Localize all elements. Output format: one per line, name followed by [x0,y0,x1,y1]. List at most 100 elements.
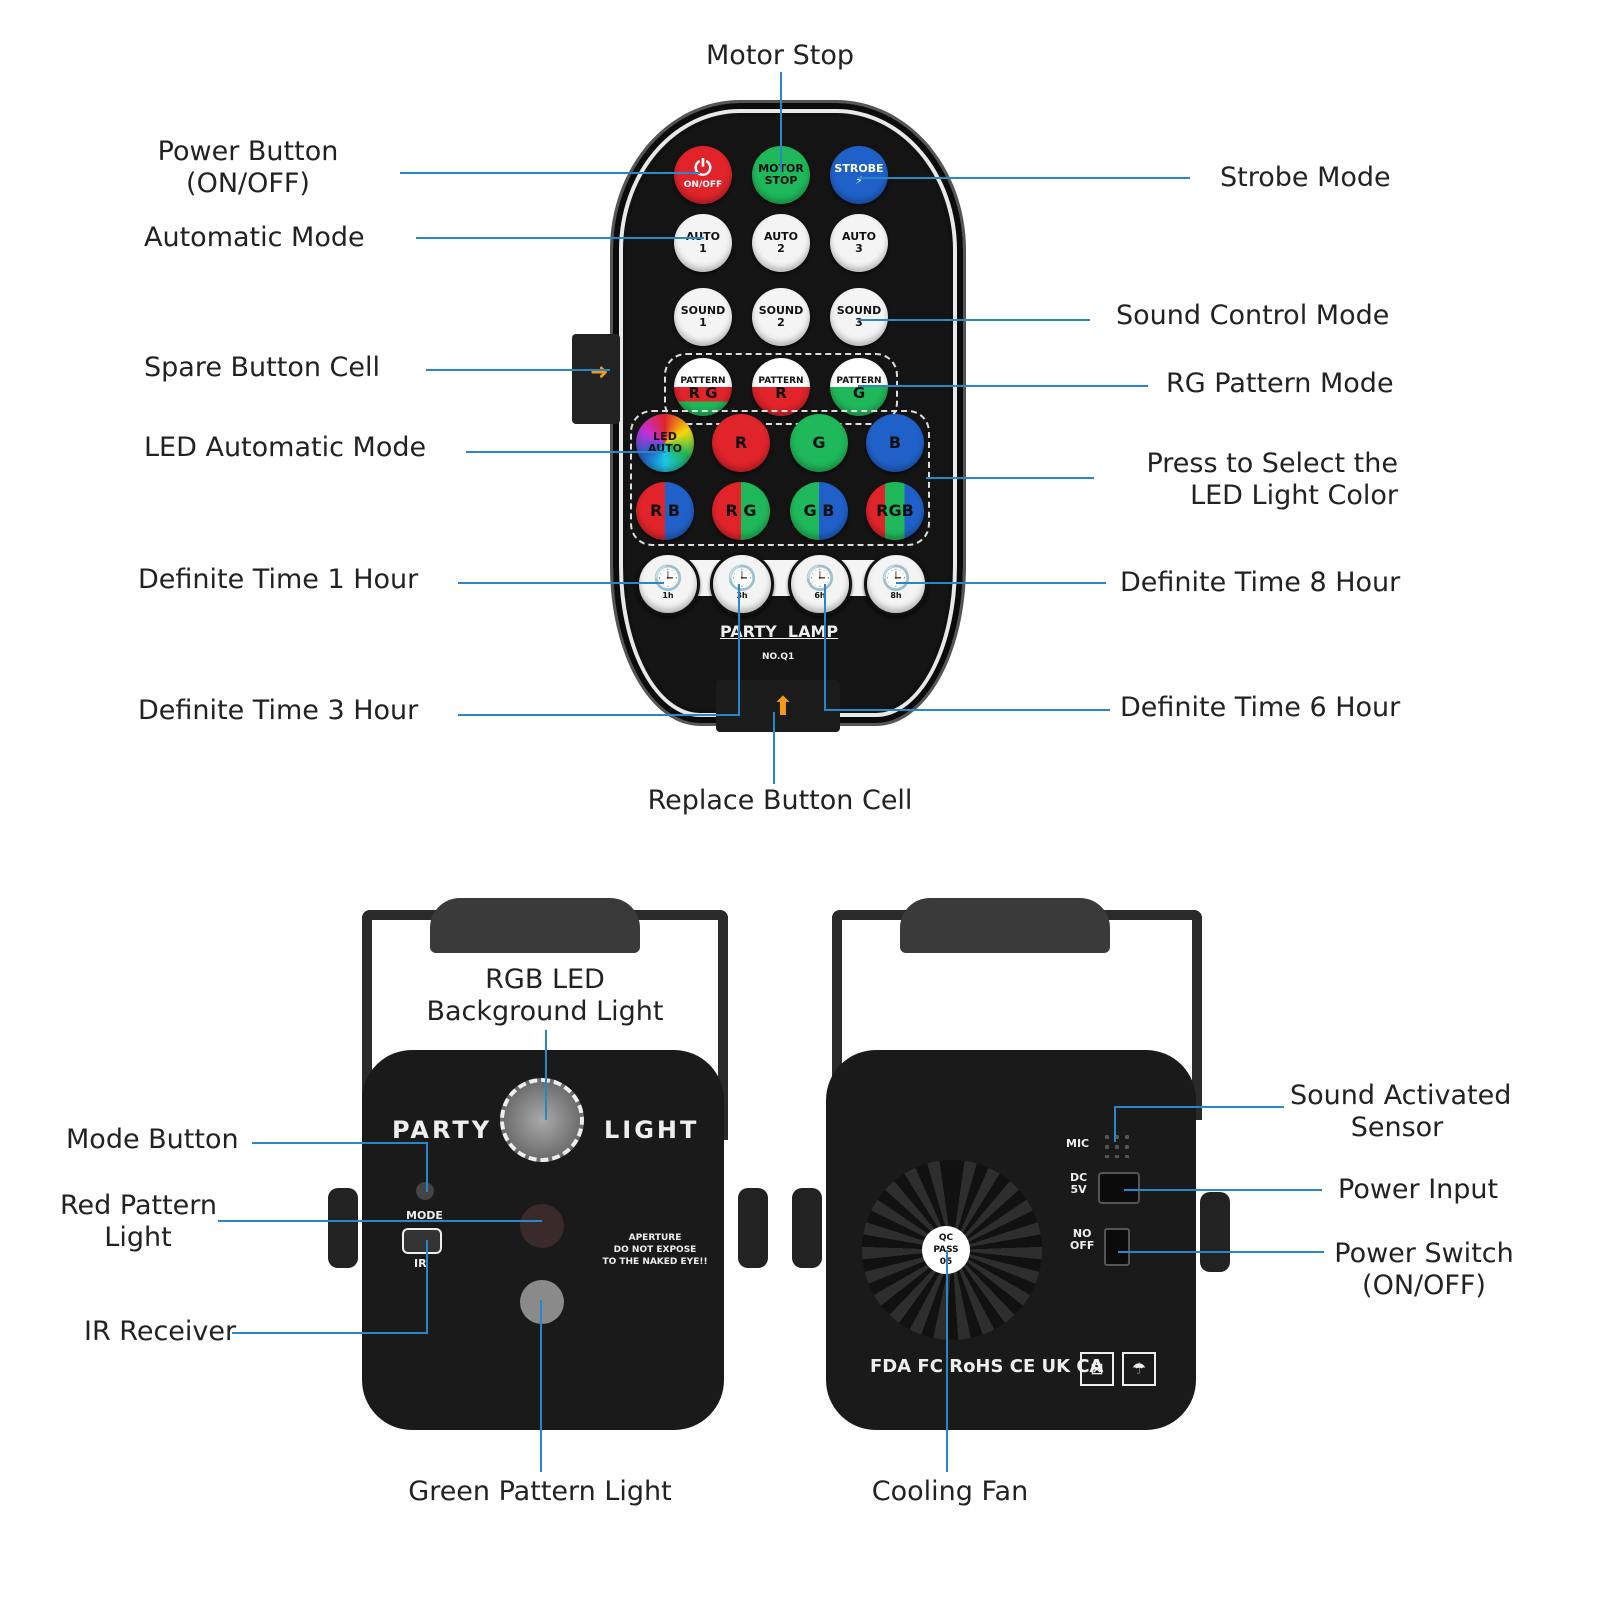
green-pattern-lens [520,1280,564,1324]
mode-text: MODE [406,1209,443,1222]
auto-3-button[interactable]: AUTO 3 [830,214,888,272]
timer-3h-button[interactable]: 🕒 3h [710,552,774,616]
mode-button[interactable] [416,1182,434,1200]
aperture-warning: APERTURE DO NOT EXPOSE TO THE NAKED EYE!… [602,1233,708,1267]
back-right-knob[interactable] [1200,1192,1230,1272]
label-automatic-mode: Automatic Mode [144,222,365,253]
leader-led-automatic-mode [466,451,666,453]
mic-text: MIC [1066,1137,1090,1150]
label-strobe-mode: Strobe Mode [1220,162,1391,193]
label-cooling-fan: Cooling Fan [871,1476,1029,1507]
pattern-group-outline [664,353,898,425]
pattern-rg-button[interactable]: PATTERN R G [674,358,732,416]
color-rgb-button[interactable]: RGB [866,482,924,540]
pattern-g-button[interactable]: PATTERN G [830,358,888,416]
certification-marks: FDA FC RoHS CE UK CA [870,1356,1104,1377]
timer-1h-button[interactable]: 🕒 1h [636,552,700,616]
color-b-button[interactable]: B [866,414,924,472]
mic-holes [1102,1132,1132,1158]
battery-slot [716,680,840,732]
color-rg-button[interactable]: R G [712,482,770,540]
label-ir-receiver: IR Receiver [84,1316,237,1347]
auto-2-button[interactable]: AUTO 2 [752,214,810,272]
label-rgb-led-background: RGB LED Background Light [426,964,664,1027]
back-bracket-top [900,898,1110,953]
color-r-button[interactable]: R [712,414,770,472]
rgb-led-lens [500,1078,584,1162]
strobe-button[interactable]: STROBE ⚡ [830,146,888,204]
clock-icon: 🕒 [653,564,683,592]
led-auto-button[interactable]: LED AUTO [636,414,694,472]
keep-dry-umbrella-icon: ☂ [1122,1352,1156,1386]
label-power-switch: Power Switch (ON/OFF) [1334,1238,1514,1301]
leader-select-led-color [926,477,1094,479]
label-sound-activated-sensor: Sound Activated Sensor [1290,1080,1512,1143]
weee-bin-icon: ⊠ [1080,1352,1114,1386]
leader-mode-button-h [252,1142,428,1144]
leader-time-8h [896,582,1106,584]
leader-rg-pattern-mode [858,385,1148,387]
leader-green-pattern-light [540,1300,542,1472]
leader-ir-receiver-v [426,1240,428,1334]
label-mode-button: Mode Button [66,1124,239,1155]
pattern-r-button[interactable]: PATTERN R [752,358,810,416]
label-replace-button-cell: Replace Button Cell [647,785,913,816]
ir-receiver [402,1228,442,1254]
power-input-port[interactable] [1098,1172,1140,1204]
color-rb-button[interactable]: R B [636,482,694,540]
leader-spare-button-cell [426,369,610,371]
sound-3-button[interactable]: SOUND 3 [830,288,888,346]
power-switch[interactable] [1104,1228,1130,1266]
clock-icon: 🕒 [727,564,757,592]
sound-2-button[interactable]: SOUND 2 [752,288,810,346]
label-motor-stop: Motor Stop [706,40,854,71]
lightning-icon: ⚡ [855,174,863,187]
leader-motor-stop [780,72,782,172]
auto-1-button[interactable]: AUTO 1 [674,214,732,272]
timer-8h-button[interactable]: 🕒 8h [864,552,928,616]
label-time-3h: Definite Time 3 Hour [138,695,419,726]
label-select-led-color: Press to Select the LED Light Color [1146,448,1398,511]
leader-power-input [1124,1189,1322,1191]
leader-ir-receiver-h [232,1332,428,1334]
label-led-automatic-mode: LED Automatic Mode [144,432,427,463]
label-time-1h: Definite Time 1 Hour [138,564,419,595]
clock-icon: 🕒 [881,564,911,592]
color-g-button[interactable]: G [790,414,848,472]
leader-strobe-mode [858,177,1190,179]
ir-text: IR [414,1257,427,1270]
label-red-pattern-light: Red Pattern Light [60,1190,218,1253]
leader-red-pattern-light [218,1220,542,1222]
front-left-knob[interactable] [328,1188,358,1268]
color-gb-button[interactable]: G B [790,482,848,540]
leader-mode-button-v [426,1142,428,1192]
leader-replace-button-cell [773,712,775,784]
label-sound-control-mode: Sound Control Mode [1116,300,1390,331]
front-brand-left: PARTY [392,1116,493,1144]
leader-time-6h-h [826,709,1110,711]
back-left-knob[interactable] [792,1188,822,1268]
leader-power-switch [1118,1251,1324,1253]
dc-text: DC 5V [1070,1171,1088,1196]
label-rg-pattern-mode: RG Pattern Mode [1166,368,1394,399]
leader-rgb-led-background [545,1030,547,1120]
timer-6h-button[interactable]: 🕒 6h [788,552,852,616]
power-button[interactable]: ⏻ ON/OFF [674,146,732,204]
switch-text: NO OFF [1070,1227,1095,1252]
leader-sound-sensor-v [1114,1106,1116,1142]
power-icon: ⏻ [694,156,712,181]
front-bracket-top [430,898,640,953]
leader-time-3h-v [738,584,740,716]
spare-battery-arrow-icon: ➜ [590,360,609,385]
leader-time-1h [458,582,664,584]
label-time-6h: Definite Time 6 Hour [1120,692,1401,723]
front-right-knob[interactable] [738,1188,768,1268]
label-time-8h: Definite Time 8 Hour [1120,567,1401,598]
leader-cooling-fan [946,1250,948,1472]
replace-arrow-icon: ⬆ [772,692,794,722]
red-pattern-lens [520,1204,564,1248]
leader-automatic-mode [416,237,704,239]
sound-1-button[interactable]: SOUND 1 [674,288,732,346]
spare-battery-holder [572,334,620,424]
label-power-input: Power Input [1338,1174,1499,1205]
